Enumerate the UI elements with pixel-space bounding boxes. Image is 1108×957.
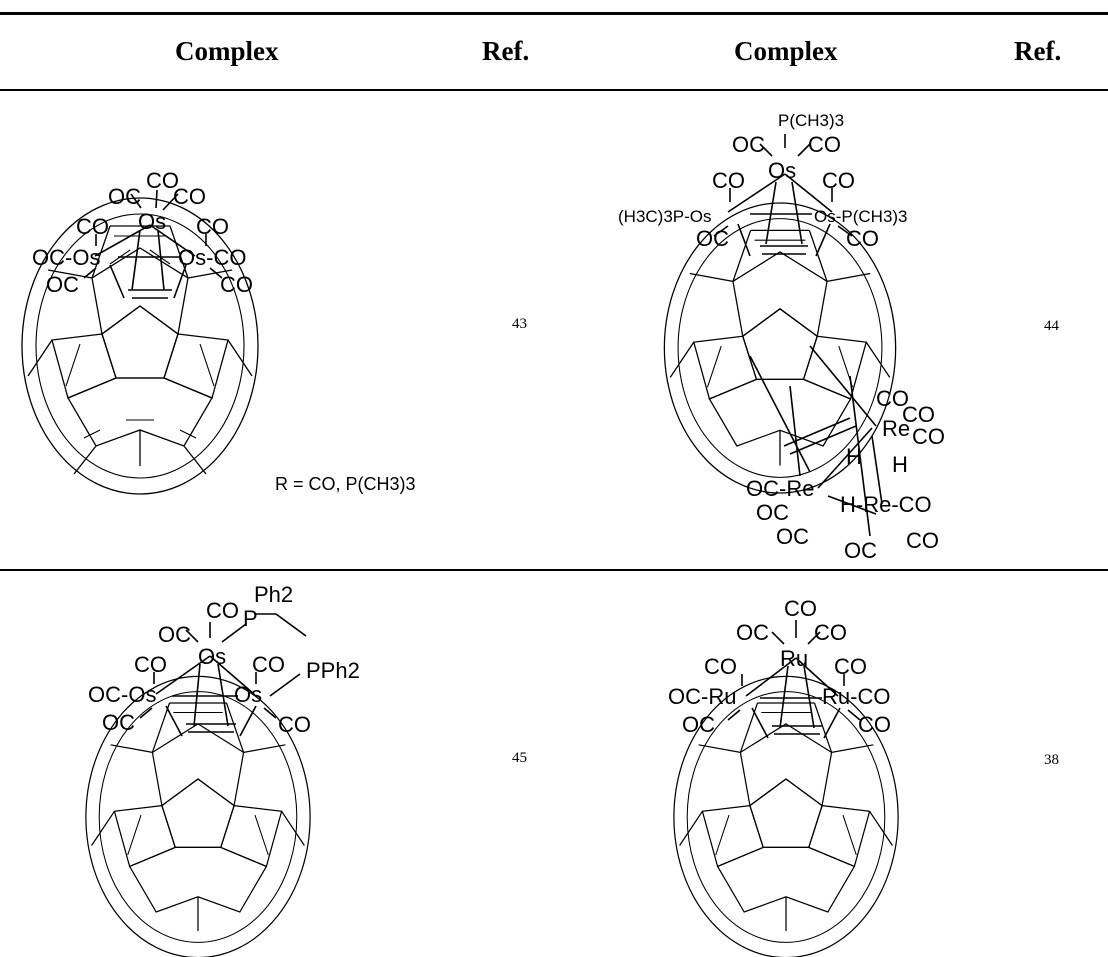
label-oc-re-left: OC-Re <box>746 476 814 501</box>
label-co-a: CO <box>808 132 841 157</box>
label-co-2: CO <box>814 620 847 645</box>
label-co-2: CO <box>173 184 206 209</box>
row-divider-rule <box>0 569 1108 571</box>
substituent-note: R = CO, P(CH3)3 <box>275 474 416 494</box>
label-re-upper: Re <box>882 416 910 441</box>
label-pme3-top: P(CH3)3 <box>778 111 844 130</box>
label-co-1: CO <box>146 168 179 193</box>
label-ph2: Ph2 <box>254 582 293 607</box>
label-oc-1: OC <box>158 622 191 647</box>
header-ref-1: Ref. <box>482 36 530 66</box>
label-co-c: CO <box>822 168 855 193</box>
label-os-pme3-right: Os-P(CH3)3 <box>814 207 908 226</box>
ref-cell-row2-left: 45 <box>512 750 527 766</box>
table-top-rule <box>0 12 1108 15</box>
header-ref-2: Ref. <box>1014 36 1062 66</box>
fullerene-cage <box>663 202 897 494</box>
fullerene-cage <box>673 675 899 957</box>
label-co-f: CO <box>902 402 935 427</box>
label-oc-e: OC <box>844 538 877 563</box>
ref-cell-row2-right: 38 <box>1044 752 1059 768</box>
label-pme3-os-left: (H3C)3P-Os <box>618 207 712 226</box>
label-oc-a: OC <box>732 132 765 157</box>
label-os-co-right: Os-CO <box>178 245 246 270</box>
label-oc-b: OC <box>696 226 729 251</box>
label-co-3: CO <box>76 214 109 239</box>
label-ru-top: Ru <box>780 646 808 671</box>
label-co-4: CO <box>834 654 867 679</box>
label-co-h: CO <box>906 528 939 553</box>
structure-ru3co9-c60: CO OC CO Ru CO CO OC-Ru Ru-CO OC CO <box>668 596 899 957</box>
header-complex-1: Complex <box>175 36 279 66</box>
label-os-top: Os <box>768 158 796 183</box>
label-oc-ru-left: OC-Ru <box>668 684 736 709</box>
label-co-b: CO <box>712 168 745 193</box>
label-co-1: CO <box>784 596 817 621</box>
label-oc-c: OC <box>756 500 789 525</box>
label-h-2: H <box>892 452 908 477</box>
label-co-3: CO <box>704 654 737 679</box>
label-co-5: CO <box>220 272 253 297</box>
header-bottom-rule <box>0 89 1108 91</box>
label-oc-2: OC <box>46 272 79 297</box>
ref-cell-row1-left: 43 <box>512 316 527 332</box>
label-co-5: CO <box>858 712 891 737</box>
label-co-2: CO <box>134 652 167 677</box>
fullerene-cage <box>21 197 259 495</box>
label-ru-co-right: Ru-CO <box>822 684 890 709</box>
label-co-4: CO <box>278 712 311 737</box>
label-oc-os-left: OC-Os <box>88 682 156 707</box>
header-complex-2: Complex <box>734 36 838 66</box>
label-co-1: CO <box>206 598 239 623</box>
label-co-3: CO <box>252 652 285 677</box>
structure-os3co9-c60: OC CO CO Os CO CO OC-Os Os-CO OC CO R = … <box>21 168 416 495</box>
label-co-g: CO <box>912 424 945 449</box>
label-p: P <box>243 606 258 631</box>
structure-os3-re3-c60: P(CH3)3 OC CO Os CO CO (H3C)3P-Os Os-P(C… <box>618 111 945 563</box>
label-oc-2: OC <box>102 710 135 735</box>
label-oc-d: OC <box>776 524 809 549</box>
label-os-top: Os <box>138 209 166 234</box>
label-co-e: CO <box>876 386 909 411</box>
label-oc-2: OC <box>682 712 715 737</box>
label-oc-1: OC <box>736 620 769 645</box>
label-co-d: CO <box>846 226 879 251</box>
label-h-1: H <box>846 444 862 469</box>
structure-os3-dppm-c60: CO Ph2 OC P Os CO PPh2 CO OC-Os Os OC CO <box>85 582 360 957</box>
label-co-4: CO <box>196 214 229 239</box>
label-oc-os-left: OC-Os <box>32 245 100 270</box>
ref-cell-row1-right: 44 <box>1044 318 1059 334</box>
label-h-re-co: H-Re-CO <box>840 492 932 517</box>
label-pph2: PPh2 <box>306 658 360 683</box>
label-oc-1: OC <box>108 184 141 209</box>
label-os-right: Os <box>234 682 262 707</box>
label-os-top: Os <box>198 644 226 669</box>
